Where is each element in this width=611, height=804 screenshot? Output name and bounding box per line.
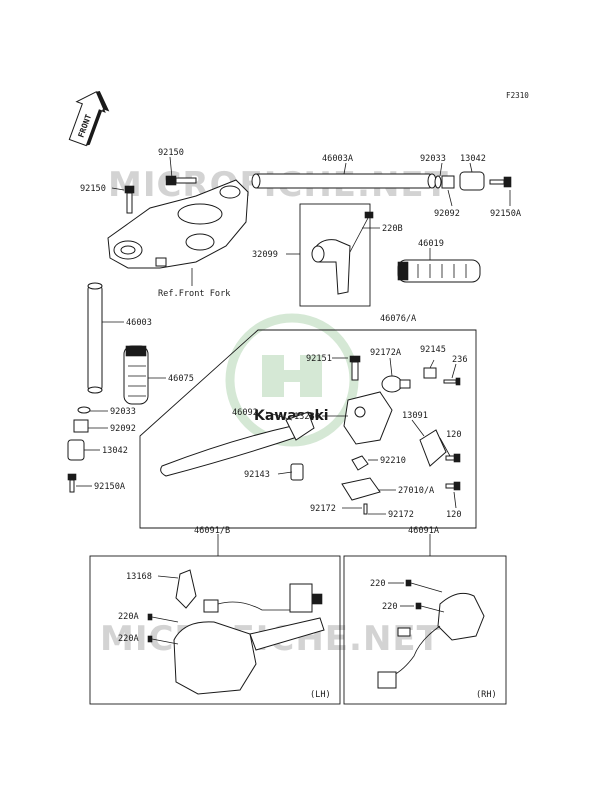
clip-92145 [423, 367, 437, 379]
switch-housing-rh [377, 592, 485, 689]
adjuster-92172A [381, 375, 411, 393]
bolt-120-b [445, 481, 461, 491]
screw-236 [443, 377, 461, 386]
nut-92210 [351, 455, 369, 471]
label-46091B: 46091/B [194, 526, 230, 536]
bolt-92150-a [124, 185, 135, 214]
weight-13042-top [459, 171, 485, 191]
label-92150-b: 92150 [80, 184, 106, 194]
label-92092-top: 92092 [434, 209, 460, 219]
handlebar-46003 [87, 282, 103, 394]
label-92172-b: 92172 [388, 510, 414, 520]
bracket-13168 [175, 569, 197, 609]
label-120-b: 120 [446, 510, 462, 520]
label-46075: 46075 [168, 374, 194, 384]
grip-46075 [123, 345, 149, 405]
label-rh: (RH) [476, 690, 497, 700]
label-46092: 46092 [232, 408, 258, 418]
pivot-bolt-92151 [349, 355, 361, 381]
holder-clamp-13091 [419, 429, 447, 467]
label-46091A: 46091A [408, 526, 440, 536]
switch-27010A [341, 477, 381, 501]
leader-lines [76, 156, 511, 607]
screw-220A-b [147, 635, 179, 645]
label-92172A: 92172A [370, 348, 402, 358]
spacer-92092-top [441, 175, 455, 189]
clutch-lever-46092 [160, 411, 315, 477]
label-13091: 13091 [402, 411, 428, 421]
ref-front-fork-label: Ref.Front Fork [158, 289, 231, 299]
grip-46019 [397, 259, 481, 283]
collar-92143 [290, 463, 304, 481]
label-46003: 46003 [126, 318, 152, 328]
lh-switch-box [89, 555, 341, 705]
throttle-pipe-32099 [311, 239, 351, 295]
screw-220B [349, 211, 374, 253]
label-220B: 220B [382, 224, 403, 234]
label-92151: 92151 [306, 354, 332, 364]
screw-92172-b [363, 503, 368, 515]
label-46019: 46019 [418, 239, 444, 249]
clutch-lever-box [139, 329, 477, 529]
label-220A-a: 220A [118, 612, 140, 622]
circlip-92033-top [434, 175, 442, 189]
bolt-92150A-left [67, 473, 77, 493]
throttle-box [299, 203, 371, 307]
label-13042-left: 13042 [102, 446, 128, 456]
label-92150-a: 92150 [158, 148, 184, 158]
label-13168: 13168 [126, 572, 152, 582]
rh-switch-box [343, 555, 507, 705]
front-arrow-icon: FRONT [68, 90, 110, 147]
label-92150A-top: 92150A [490, 209, 522, 219]
label-92033-top: 92033 [420, 154, 446, 164]
figure-code: F2310 [506, 91, 529, 100]
label-92150A-left: 92150A [94, 482, 126, 492]
label-92143: 92143 [244, 470, 270, 480]
screw-220-b [415, 602, 445, 613]
label-27010A: 27010/A [398, 486, 435, 496]
bolt-92150A-top [489, 176, 512, 188]
label-13042-top: 13042 [460, 154, 486, 164]
label-lh: (LH) [310, 690, 331, 700]
lever-holder-13280 [343, 391, 393, 445]
label-220A-b: 220A [118, 634, 140, 644]
label-220-b: 220 [382, 602, 398, 612]
top-triple-clamp [107, 179, 249, 269]
circlip-92033-left [77, 406, 91, 414]
weight-13042-left [67, 439, 85, 461]
label-46003A: 46003A [322, 154, 354, 164]
label-32099: 32099 [252, 250, 278, 260]
label-13280: 13280 [294, 412, 320, 422]
label-220-a: 220 [370, 579, 386, 589]
label-92145: 92145 [420, 345, 446, 355]
label-92172-a: 92172 [310, 504, 336, 514]
screw-220A-a [147, 613, 179, 623]
screw-220-a [405, 579, 443, 593]
label-92033-left: 92033 [110, 407, 136, 417]
handlebar-46003A [251, 173, 437, 189]
label-46076A: 46076/A [380, 314, 417, 324]
label-236: 236 [452, 355, 468, 365]
label-92210: 92210 [380, 456, 406, 466]
label-120-a: 120 [446, 430, 462, 440]
spacer-92092-left [73, 419, 89, 433]
label-92092-left: 92092 [110, 424, 136, 434]
switch-housing-lh [173, 583, 325, 695]
bolt-120-a [445, 453, 461, 463]
bolt-92150-b [165, 175, 197, 186]
